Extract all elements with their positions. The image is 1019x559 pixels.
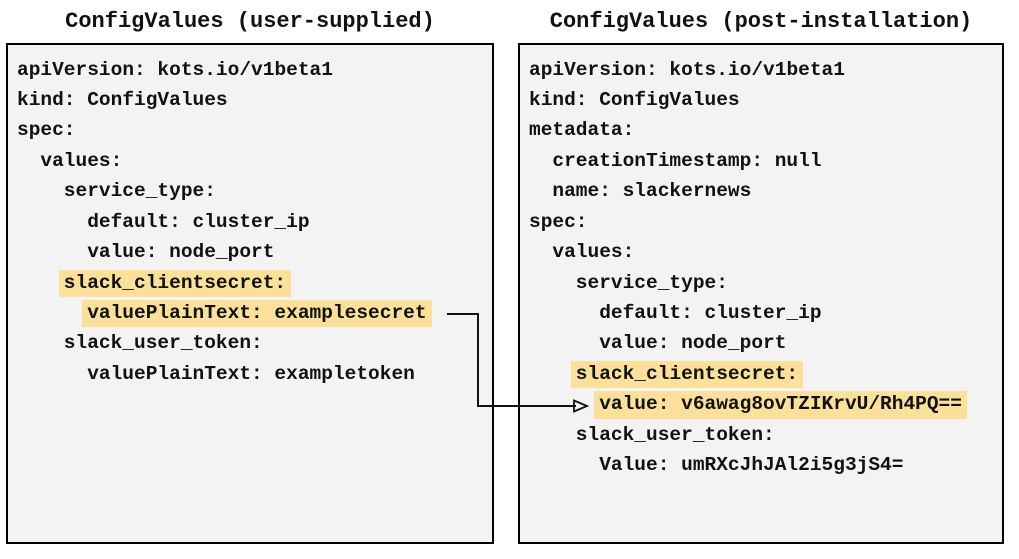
code-text: apiVersion: kots.io/v1beta1 — [529, 58, 845, 81]
code-line: slack_user_token: — [17, 329, 488, 359]
code-text: values: — [40, 149, 123, 172]
code-text: slack_clientsecret: — [570, 360, 804, 389]
user-supplied-codebox: apiVersion: kots.io/v1beta1 kind: Config… — [6, 43, 494, 544]
code-text: apiVersion: kots.io/v1beta1 — [17, 58, 333, 81]
code-text: value: v6awag8ovTZIKrvU/Rh4PQ== — [594, 391, 967, 419]
code-line: slack_user_token: — [529, 420, 998, 450]
code-text: valuePlainText: exampletoken — [87, 362, 415, 385]
code-line: default: cluster_ip — [17, 207, 488, 237]
code-text: kind: ConfigValues — [17, 88, 228, 111]
code-line: kind: ConfigValues — [17, 85, 488, 115]
code-line: value: node_port — [529, 329, 998, 359]
code-text: service_type: — [63, 180, 216, 203]
code-text: spec: — [529, 210, 588, 233]
post-installation-codebox: apiVersion: kots.io/v1beta1 kind: Config… — [518, 43, 1004, 544]
post-installation-panel: ConfigValues (post-installation) apiVers… — [518, 0, 1004, 544]
code-text: creationTimestamp: null — [552, 149, 822, 172]
code-line-highlighted: slack_clientsecret: — [17, 268, 488, 298]
code-line: spec: — [17, 116, 488, 146]
code-text: kind: ConfigValues — [529, 88, 740, 111]
user-supplied-panel: ConfigValues (user-supplied) apiVersion:… — [6, 0, 494, 544]
code-line: apiVersion: kots.io/v1beta1 — [529, 55, 998, 85]
code-text: Value: umRXcJhJAl2i5g3jS4= — [599, 454, 904, 477]
code-line-highlighted: value: v6awag8ovTZIKrvU/Rh4PQ== — [529, 390, 998, 420]
code-text: service_type: — [575, 271, 728, 294]
code-text: slack_user_token: — [63, 332, 263, 355]
code-line: apiVersion: kots.io/v1beta1 — [17, 55, 488, 85]
code-line: creationTimestamp: null — [529, 146, 998, 176]
code-line-highlighted: slack_clientsecret: — [529, 359, 998, 389]
code-line: values: — [529, 238, 998, 268]
code-line: service_type: — [17, 177, 488, 207]
code-line: service_type: — [529, 268, 998, 298]
code-line-highlighted: valuePlainText: examplesecret — [17, 299, 488, 329]
code-text: metadata: — [529, 119, 635, 142]
user-supplied-panel-title: ConfigValues (user-supplied) — [65, 9, 435, 34]
code-text: name: slackernews — [552, 180, 752, 203]
code-line: spec: — [529, 207, 998, 237]
code-line: Value: umRXcJhJAl2i5g3jS4= — [529, 451, 998, 481]
code-text: value: node_port — [599, 332, 787, 355]
code-line: default: cluster_ip — [529, 299, 998, 329]
code-line: value: node_port — [17, 238, 488, 268]
code-text: default: cluster_ip — [599, 302, 822, 325]
post-installation-panel-title: ConfigValues (post-installation) — [549, 9, 973, 34]
code-text: values: — [552, 241, 635, 264]
code-text: slack_clientsecret: — [58, 269, 292, 297]
code-text: default: cluster_ip — [87, 210, 310, 233]
code-line: kind: ConfigValues — [529, 85, 998, 115]
code-line: name: slackernews — [529, 177, 998, 207]
code-text: spec: — [17, 119, 76, 142]
code-text: valuePlainText: examplesecret — [82, 300, 432, 328]
code-line: valuePlainText: exampletoken — [17, 359, 488, 389]
code-line: metadata: — [529, 116, 998, 146]
code-text: slack_user_token: — [575, 423, 775, 446]
code-text: value: node_port — [87, 241, 275, 264]
code-line: values: — [17, 146, 488, 176]
